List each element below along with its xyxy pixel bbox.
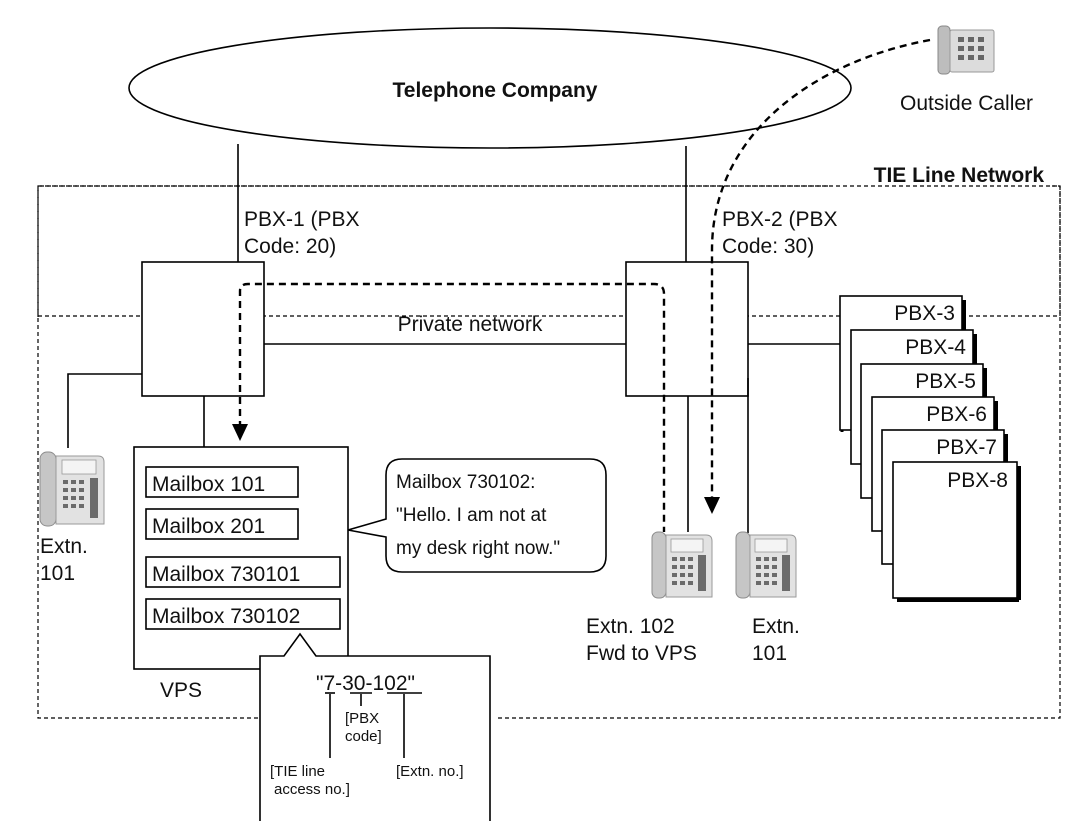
pbx2-label-line1: PBX-2 (PBX	[722, 208, 838, 231]
mailbox-item-label: Mailbox 730101	[152, 563, 300, 586]
extn-101-right-label-line1: Extn.	[752, 615, 800, 638]
pbx-8-card: PBX-8	[892, 461, 1021, 602]
mailbox-item	[145, 598, 341, 630]
private-network-label: Private network	[398, 313, 543, 336]
pbx1-label-line1: PBX-1 (PBX	[244, 208, 360, 231]
pbx-stack-label: PBX-5	[915, 370, 976, 393]
vps-label: VPS	[160, 679, 202, 702]
pbx-stack-label: PBX-8	[947, 469, 1008, 492]
extn-102-phone-icon	[651, 531, 713, 599]
telephone-company-label: Telephone Company	[393, 79, 598, 102]
pbx1-label-line2: Code: 20)	[244, 235, 336, 258]
dial-number: "7-30-102"	[316, 672, 415, 695]
outside-call-arrowhead	[704, 497, 720, 514]
pbx-code-label-1: [PBX	[345, 710, 379, 727]
tie-network-label: TIE Line Network	[874, 164, 1045, 187]
mailbox-item	[145, 556, 341, 588]
pbx-stack-label: PBX-4	[905, 336, 966, 359]
mailbox-item-label: Mailbox 201	[152, 515, 265, 538]
mailbox-item	[145, 466, 299, 498]
tie-access-label-1: [TIE line	[270, 763, 325, 780]
pbx1-box	[141, 261, 265, 397]
extn-101-right-phone-icon	[735, 531, 797, 599]
speech-line3: my desk right now."	[396, 538, 560, 559]
outside-caller-phone-icon	[937, 25, 995, 75]
extn-102-label-line2: Fwd to VPS	[586, 642, 697, 665]
mailbox-item	[145, 508, 299, 540]
forward-call-arrowhead	[232, 424, 248, 441]
speech-line1: Mailbox 730102:	[396, 472, 535, 493]
extn-no-label: [Extn. no.]	[396, 763, 464, 780]
pbx2-label-line2: Code: 30)	[722, 235, 814, 258]
mailbox-item-label: Mailbox 730102	[152, 605, 300, 628]
tie-network-boundary-frame	[37, 185, 1061, 719]
tie-access-label-2: access no.]	[274, 781, 350, 798]
speech-bubble	[347, 458, 607, 573]
pbx-code-label-2: code]	[345, 728, 382, 745]
dial-number-callout	[259, 632, 491, 821]
pbx-stack-label: PBX-7	[936, 436, 997, 459]
mailbox-list: Mailbox 101 Mailbox 201 Mailbox 730101 M…	[145, 466, 341, 630]
extn-101-left-label-line1: Extn.	[40, 535, 88, 558]
extn-101-left-label-line2: 101	[40, 562, 75, 585]
extn-101-right-label-line2: 101	[752, 642, 787, 665]
mailbox-item-label: Mailbox 101	[152, 473, 265, 496]
pbx-stack: PBX-3 PBX-4 PBX-5 PBX-6 PBX-7 PBX-8	[839, 295, 1021, 602]
forward-call-path	[238, 282, 666, 532]
pbx-stack-label: PBX-3	[894, 302, 955, 325]
pbx-stack-label: PBX-6	[926, 403, 987, 426]
pbx2-box	[625, 261, 749, 397]
telephone-company-cloud	[128, 27, 852, 149]
speech-line2: "Hello. I am not at	[396, 505, 547, 526]
outside-caller-label: Outside Caller	[900, 92, 1033, 115]
extn-101-left-phone-icon	[39, 451, 105, 527]
extn-102-label-line1: Extn. 102	[586, 615, 675, 638]
